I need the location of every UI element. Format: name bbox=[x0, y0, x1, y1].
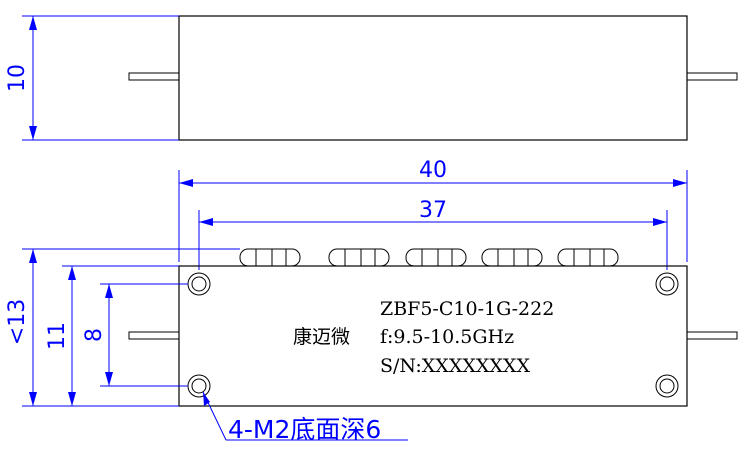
side-view-right-pin bbox=[686, 72, 738, 81]
mounting-hole bbox=[187, 272, 211, 296]
side-view-left-pin bbox=[128, 72, 180, 81]
top-view: ZBF5-C10-1G-222 康迈微 f:9.5-10.5GHz S/N:XX… bbox=[128, 248, 738, 407]
top-view-left-pin bbox=[128, 331, 180, 340]
dim-width-inner: 11 bbox=[45, 322, 70, 350]
dim-width-overall: <13 bbox=[5, 299, 30, 345]
side-view: 10 bbox=[5, 15, 738, 141]
side-view-body bbox=[178, 15, 688, 141]
label-serial: S/N:XXXXXXXX bbox=[380, 355, 530, 377]
tuning-screw bbox=[239, 248, 301, 267]
tuning-screw bbox=[557, 248, 619, 267]
tuning-screws bbox=[239, 248, 619, 267]
hole-note: 4-M2底面深6 bbox=[202, 391, 408, 444]
label-frequency: f:9.5-10.5GHz bbox=[380, 326, 514, 348]
tuning-screw bbox=[481, 248, 543, 267]
dim-hole-spacing-y: 8 bbox=[82, 328, 107, 342]
dim-height-side: 10 bbox=[5, 64, 30, 92]
width-dimensions: <13 11 8 bbox=[5, 248, 240, 407]
mounting-hole bbox=[655, 374, 679, 398]
dim-hole-spacing-x: 37 bbox=[419, 198, 447, 223]
mounting-hole bbox=[187, 374, 211, 398]
note-hole-spec: 4-M2底面深6 bbox=[228, 415, 381, 444]
top-view-right-pin bbox=[686, 331, 738, 340]
mounting-hole bbox=[655, 272, 679, 296]
length-dimensions: 40 37 bbox=[178, 158, 688, 270]
label-model: ZBF5-C10-1G-222 bbox=[380, 298, 554, 320]
label-brand: 康迈微 bbox=[293, 326, 350, 348]
dim-length-overall: 40 bbox=[419, 158, 447, 183]
tuning-screw bbox=[328, 248, 390, 267]
tuning-screw bbox=[405, 248, 467, 267]
